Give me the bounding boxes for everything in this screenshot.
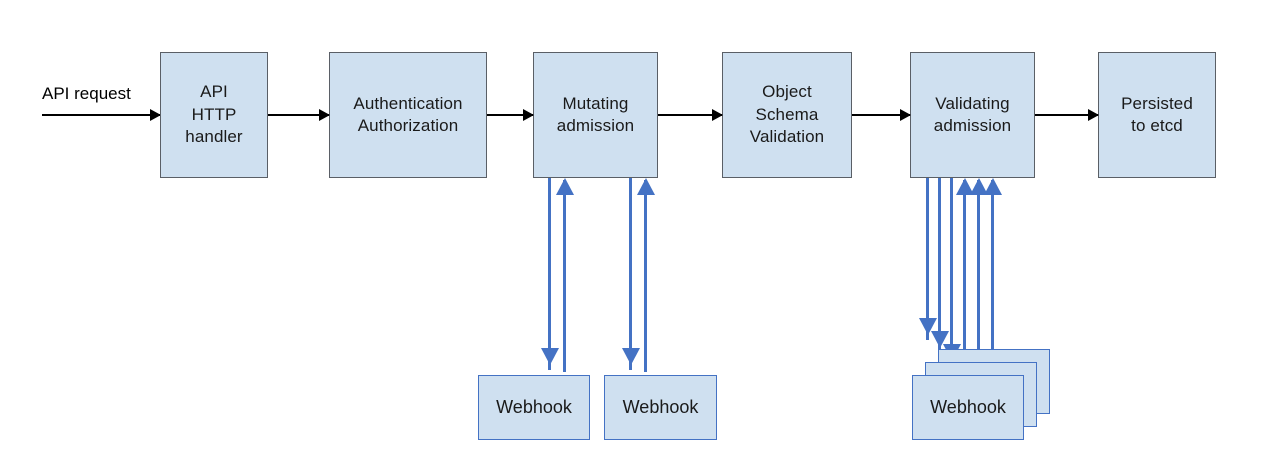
arrow-head-validating-webhook-1-up — [956, 178, 974, 195]
arrow-head-mutating-webhook-2-down — [622, 348, 640, 365]
arrow-head-mutating-webhook-2-up — [637, 178, 655, 195]
stage-authn-authz[interactable]: Authentication Authorization — [329, 52, 487, 178]
arrow-line-validating-webhook-2-down — [938, 178, 941, 353]
arrow-head-validating-webhook-2-up — [970, 178, 988, 195]
arrow-line-validating-webhook-2-up — [977, 180, 980, 365]
stage-persisted-to-etcd[interactable]: Persisted to etcd — [1098, 52, 1216, 178]
arrow-head-mutating-webhook-1-down — [541, 348, 559, 365]
arrow-line-validating-webhook-3-down — [926, 178, 929, 340]
entry-arrow — [42, 114, 160, 116]
arrow-line-mutating-webhook-2-down — [629, 178, 632, 370]
arrow-line-mutating-webhook-2-up — [644, 180, 647, 372]
connector-authn-to-mutating — [487, 114, 533, 116]
arrow-line-mutating-webhook-1-up — [563, 180, 566, 372]
arrow-head-validating-webhook-3-up — [984, 178, 1002, 195]
connector-mutating-to-schema — [658, 114, 722, 116]
connector-handler-to-authn — [268, 114, 329, 116]
arrow-line-mutating-webhook-1-down — [548, 178, 551, 370]
arrow-line-validating-webhook-3-up — [991, 180, 994, 352]
arrow-head-validating-webhook-2-down — [931, 331, 949, 348]
stage-object-schema-validation[interactable]: Object Schema Validation — [722, 52, 852, 178]
stage-api-http-handler[interactable]: API HTTP handler — [160, 52, 268, 178]
arrow-line-validating-webhook-1-up — [963, 180, 966, 378]
webhook-box-mutating-2[interactable]: Webhook — [604, 375, 717, 440]
webhook-box-validating-1[interactable]: Webhook — [912, 375, 1024, 440]
stage-validating-admission[interactable]: Validating admission — [910, 52, 1035, 178]
webhook-box-mutating-1[interactable]: Webhook — [478, 375, 590, 440]
connector-schema-to-validating — [852, 114, 910, 116]
arrow-line-validating-webhook-1-down — [950, 178, 953, 366]
entry-label: API request — [42, 84, 131, 103]
arrow-head-validating-webhook-3-down — [919, 318, 937, 335]
connector-validating-to-etcd — [1035, 114, 1098, 116]
arrow-head-mutating-webhook-1-up — [556, 178, 574, 195]
stage-mutating-admission[interactable]: Mutating admission — [533, 52, 658, 178]
